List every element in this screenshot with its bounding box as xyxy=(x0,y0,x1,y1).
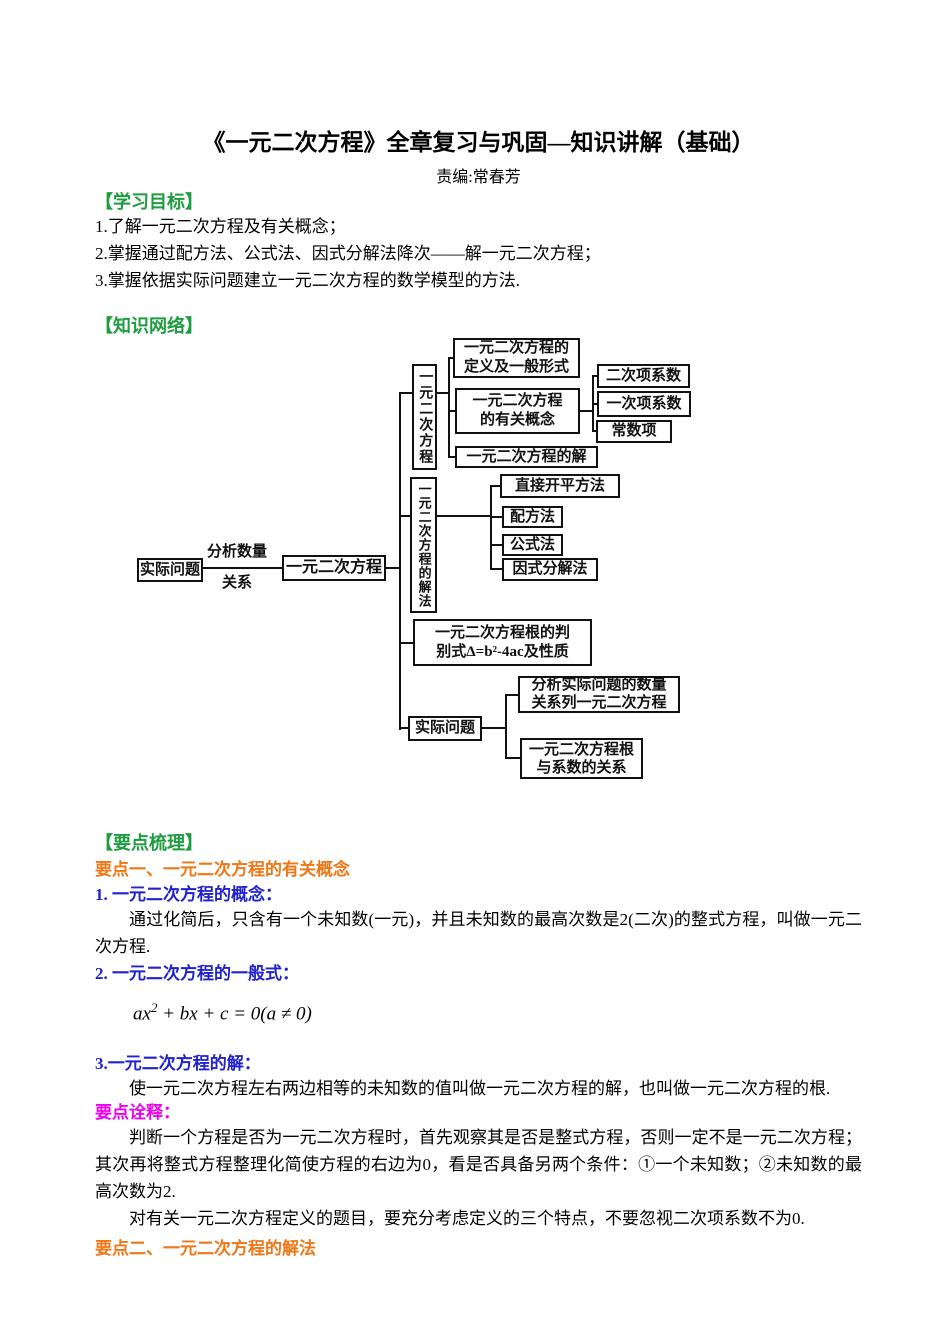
connector-line xyxy=(580,410,592,412)
diagram-box-quadratic-equation-center: 一元二次方程 xyxy=(282,555,386,581)
connector-line xyxy=(399,515,410,517)
learning-goals-heading: 【学习目标】 xyxy=(95,192,203,212)
connector-line xyxy=(505,757,520,759)
concept-paragraph: 通过化简后，只含有一个未知数(一元)，并且未知数的最高次数是2(二次)的整式方程… xyxy=(95,910,862,956)
diagram-edge-label-line1: 分析数量 xyxy=(206,544,267,560)
diagram-box-direct-square-root-method: 直接开平方法 xyxy=(500,474,620,498)
connector-line xyxy=(448,410,455,412)
formula-base: ax xyxy=(133,1003,151,1025)
diagram-box-roots-coefficients-relation: 一元二次方程根 与系数的关系 xyxy=(520,738,643,779)
connector-line xyxy=(592,403,597,405)
connector-line xyxy=(490,544,502,546)
note-heading: 要点诠释： xyxy=(95,1103,180,1123)
connector-line xyxy=(399,727,408,729)
goal-item-2: 2.掌握通过配方法、公式法、因式分解法降次——解一元二次方程； xyxy=(95,244,601,263)
diagram-edge-label-line2: 关系 xyxy=(221,575,252,591)
connector-line xyxy=(592,375,597,377)
solution-subheading: 3.一元二次方程的解： xyxy=(95,1054,261,1074)
note-paragraph-2: 对有关一元二次方程定义的题目，要充分考虑定义的三个特点，不要忽视二次项系数不为0… xyxy=(129,1209,805,1229)
connector-line xyxy=(448,456,455,458)
connector-line xyxy=(386,567,399,569)
page-title: 《一元二次方程》全章复习与巩固—知识讲解（基础） xyxy=(202,130,755,155)
bracket-line xyxy=(490,485,492,569)
diagram-box-discriminant: 一元二次方程根的判 别式Δ=b²-4ac及性质 xyxy=(413,619,592,666)
solution-paragraph: 使一元二次方程左右两边相等的未知数的值叫做一元二次方程的解，也叫做一元二次方程的… xyxy=(129,1079,831,1099)
goal-item-3: 3.掌握依据实际问题建立一元二次方程的数学模型的方法. xyxy=(95,271,520,290)
connector-line xyxy=(399,392,412,394)
bracket-line xyxy=(448,357,450,457)
knowledge-network-heading: 【知识网络】 xyxy=(95,316,203,336)
connector-line xyxy=(448,357,453,359)
keypoint2-heading: 要点二、一元二次方程的解法 xyxy=(95,1239,316,1259)
knowledge-network-diagram: 实际问题 分析数量 关系 一元二次方程 一元二次方程 一元二次方程的 定义及一般… xyxy=(95,338,862,785)
trunk-line xyxy=(399,392,401,730)
document-content: 《一元二次方程》全章复习与巩固—知识讲解（基础） 责编:常春芳 【学习目标】 1… xyxy=(95,130,862,1259)
connector-line xyxy=(203,567,282,569)
diagram-box-linear-coefficient: 一次项系数 xyxy=(597,391,691,417)
general-form-subheading: 2. 一元二次方程的一般式： xyxy=(95,964,299,983)
diagram-box-solution-of-equation: 一元二次方程的解 xyxy=(455,446,598,468)
concept-subheading: 1. 一元二次方程的概念： xyxy=(95,885,282,904)
diagram-box-real-problem-root: 实际问题 xyxy=(137,558,203,582)
formula-superscript: 2 xyxy=(150,1000,158,1015)
diagram-box-formula-method: 公式法 xyxy=(502,534,563,556)
general-form-formula: ax2 + bx + c = 0(a ≠ 0) xyxy=(95,985,862,1037)
editor-credit: 责编:常春芳 xyxy=(436,169,521,186)
connector-line xyxy=(437,515,490,517)
diagram-box-concepts: 一元二次方程 的有关概念 xyxy=(455,388,580,434)
diagram-box-constant-term: 常数项 xyxy=(596,420,672,443)
connector-line xyxy=(490,485,500,487)
keypoints-heading: 【要点梳理】 xyxy=(95,833,203,853)
connector-line xyxy=(490,516,502,518)
learning-goals-list: 1.了解一元二次方程及有关概念； 2.掌握通过配方法、公式法、因式分解法降次——… xyxy=(95,213,862,294)
diagram-box-branch2-label: 一元二次方程的解法 xyxy=(410,477,437,613)
diagram-box-factoring-method: 因式分解法 xyxy=(502,558,598,581)
connector-line xyxy=(399,642,413,644)
diagram-box-set-up-equation: 分析实际问题的数量 关系列一元二次方程 xyxy=(518,676,680,713)
goal-item-1: 1.了解一元二次方程及有关概念； xyxy=(95,217,346,236)
diagram-box-quadratic-coefficient: 二次项系数 xyxy=(597,364,690,388)
connector-line xyxy=(592,430,596,432)
diagram-box-branch1-label: 一元二次方程 xyxy=(412,364,437,470)
connector-line xyxy=(505,694,518,696)
formula-rest: + bx + c = 0(a ≠ 0) xyxy=(157,1003,312,1025)
diagram-box-real-problem-branch: 实际问题 xyxy=(408,716,482,741)
connector-line xyxy=(490,568,502,570)
connector-line xyxy=(437,392,448,394)
note-paragraph-1: 判断一个方程是否为一元二次方程时，首先观察其是否是整式方程，否则一定不是一元二次… xyxy=(95,1128,862,1202)
bracket-line xyxy=(505,694,507,759)
diagram-box-completing-square-method: 配方法 xyxy=(502,506,563,528)
diagram-box-definition: 一元二次方程的 定义及一般形式 xyxy=(453,338,580,378)
keypoint1-heading: 要点一、一元二次方程的有关概念 xyxy=(95,860,350,879)
connector-line xyxy=(482,727,505,729)
